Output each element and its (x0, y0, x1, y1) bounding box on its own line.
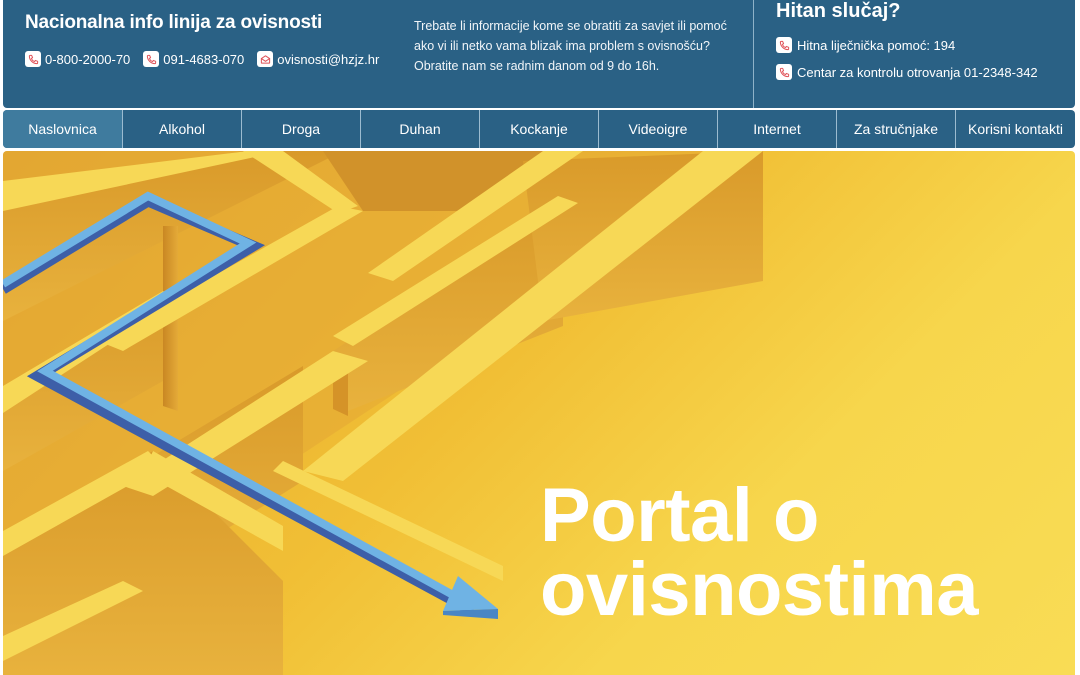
header-divider (753, 0, 754, 108)
urgent-item-poison-control-label: Centar za kontrolu otrovanja 01-2348-342 (797, 64, 1038, 80)
top-info-bar: Nacionalna info linija za ovisnosti 0-80… (3, 0, 1075, 108)
urgent-item-poison-control[interactable]: Centar za kontrolu otrovanja 01-2348-342 (776, 64, 1038, 80)
nav-item-naslovnica[interactable]: Naslovnica (3, 110, 123, 148)
hero-title-line2: ovisnostima (540, 547, 978, 632)
nav-item-droga[interactable]: Droga (242, 110, 361, 148)
info-description: Trebate li informacije kome se obratiti … (414, 19, 727, 73)
phone-icon (776, 37, 792, 53)
nav-item-videoigre[interactable]: Videoigre (599, 110, 718, 148)
nav-item-korisni-kontakti[interactable]: Korisni kontakti (968, 121, 1063, 137)
main-navigation: Naslovnica Alkohol Droga Duhan Kockanje … (3, 110, 1075, 148)
contact-phone-1[interactable]: 0-800-2000-70 (25, 51, 130, 67)
hero-title-line1: Portal o (540, 473, 819, 558)
mail-icon (257, 51, 274, 67)
nav-item-internet[interactable]: Internet (718, 110, 837, 148)
phone-icon (143, 51, 160, 67)
nav-item-kockanje[interactable]: Kockanje (480, 110, 599, 148)
site-title: Nacionalna info linija za ovisnosti (25, 12, 323, 33)
contact-email-label: ovisnosti@hzjz.hr (277, 51, 380, 67)
nav-item-duhan[interactable]: Duhan (361, 110, 480, 148)
contact-phone-1-label: 0-800-2000-70 (45, 51, 131, 67)
nav-item-za-strucnjake[interactable]: Za stručnjake (837, 110, 956, 148)
contact-list: 0-800-2000-70 091-4683-070 ovisnosti@hzj… (25, 51, 379, 67)
urgent-item-ambulance-label: Hitna liječnička pomoć: 194 (797, 37, 956, 53)
phone-icon (25, 51, 41, 67)
nav-item-alkohol[interactable]: Alkohol (123, 110, 242, 148)
info-line-section: Nacionalna info linija za ovisnosti 0-80… (25, 12, 379, 67)
urgent-section: Hitan slučaj? Hitna liječnička pomoć: 19… (776, 0, 1038, 80)
hero-title: Portal o ovisnostima (540, 473, 978, 632)
contact-phone-2[interactable]: 091-4683-070 (143, 51, 244, 67)
maze-illustration (3, 151, 763, 675)
contact-phone-2-label: 091-4683-070 (163, 51, 245, 67)
urgent-item-ambulance[interactable]: Hitna liječnička pomoć: 194 (776, 37, 1038, 53)
phone-icon (776, 64, 792, 80)
contact-email[interactable]: ovisnosti@hzjz.hr (257, 51, 379, 67)
hero-banner: Portal o ovisnostima (3, 151, 1075, 675)
urgent-title: Hitan slučaj? (776, 0, 901, 22)
